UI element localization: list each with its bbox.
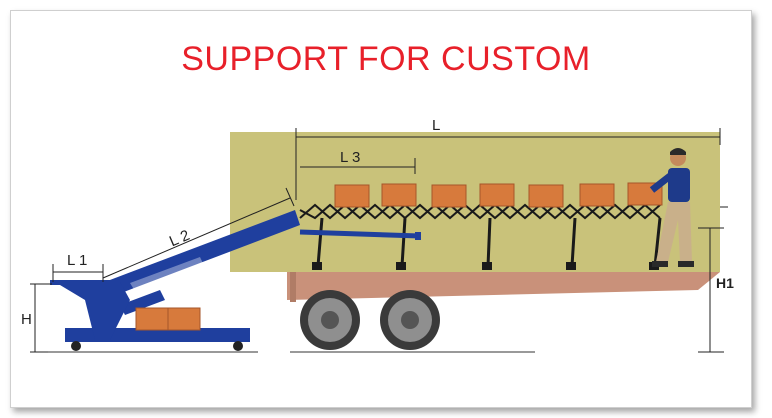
label-H: H xyxy=(21,311,32,328)
label-L1: L 1 xyxy=(67,252,87,269)
dimension-H1 xyxy=(698,206,728,353)
trailer-wheel-front xyxy=(300,290,360,350)
dimension-L2 xyxy=(102,187,295,279)
trailer-wheel-rear xyxy=(380,290,440,350)
label-L: L xyxy=(432,117,440,134)
label-L3: L 3 xyxy=(340,149,360,166)
dimension-L1 xyxy=(52,264,104,282)
label-H1: H1 xyxy=(716,275,734,291)
trailer-chassis xyxy=(287,272,720,300)
dimension-L xyxy=(295,128,721,200)
dimension-H xyxy=(30,283,52,353)
label-L2: L 2 xyxy=(167,227,192,251)
base-boxes xyxy=(135,307,201,331)
dimension-L3 xyxy=(300,158,416,174)
conveyor-legs xyxy=(316,217,662,267)
cargo-boxes xyxy=(334,182,663,208)
lift-base xyxy=(50,280,250,351)
page-title: SUPPORT FOR CUSTOM xyxy=(181,40,591,78)
lift-conveyor-arm xyxy=(102,210,421,315)
worker-figure xyxy=(649,148,694,267)
